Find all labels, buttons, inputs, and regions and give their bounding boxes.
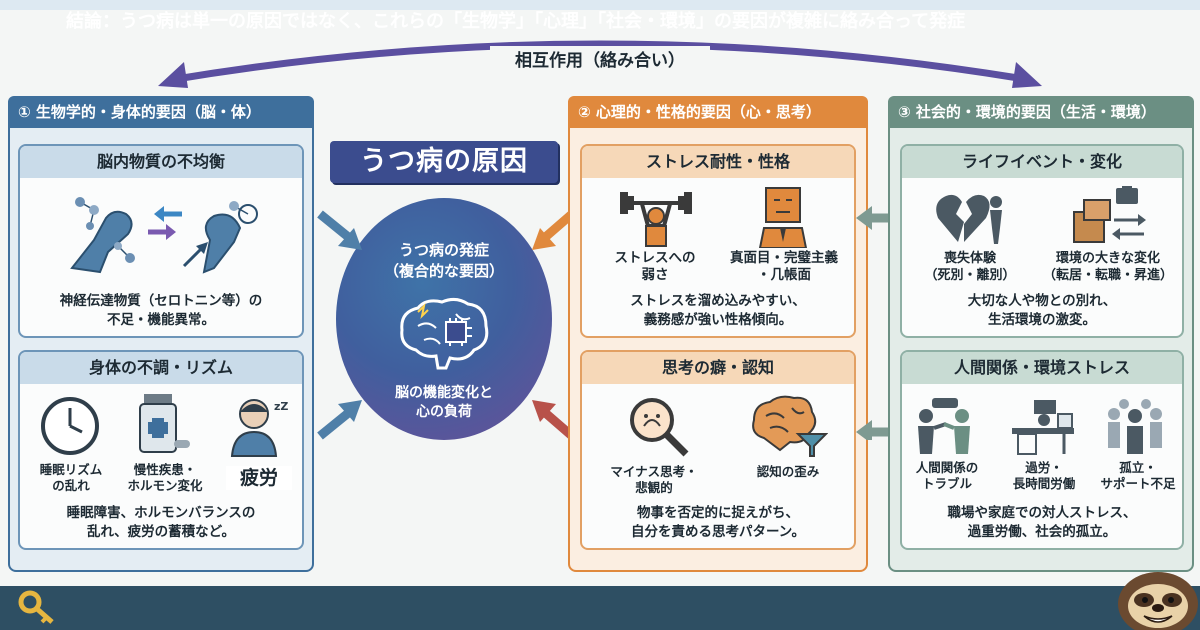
- card-description: 睡眠障害、ホルモンバランスの乱れ、疲労の蓄積など。: [66, 505, 256, 540]
- interaction-arc: [158, 40, 1042, 88]
- center-subtitle: 脳の機能変化と心の負荷: [395, 385, 493, 420]
- card-title: 思考の癖・認知: [582, 352, 854, 384]
- clock-icon: [41, 397, 99, 455]
- bio-card-brain-chemicals: 脳内物質の不均衡 神経伝達物質（セロトニン等）の不足・機能異常。: [18, 144, 304, 338]
- psy-card-stress-tolerance: ストレス耐性・性格 ストレスへの弱さ 真面目・完璧主義・几帳面 ストレスを溜め込…: [580, 144, 856, 338]
- fatigue-label: 疲労: [226, 466, 292, 490]
- icon-label: 睡眠リズムの乱れ: [39, 462, 103, 493]
- pill-bottle-icon: [139, 394, 190, 453]
- card-description: 職場や家庭での対人ストレス、過重労働、社会的孤立。: [947, 505, 1137, 540]
- icon-label: マイナス思考・悲観的: [610, 464, 698, 495]
- icon-label: ストレスへの弱さ: [614, 250, 696, 283]
- card-description: 大切な人や物との別れ、生活環境の激変。: [967, 293, 1117, 328]
- key-icon: [18, 590, 54, 624]
- arrows-to-center: [317, 210, 575, 440]
- icon-label: 人間関係のトラブル: [915, 460, 979, 491]
- icon-label: 真面目・完璧主義・几帳面: [730, 250, 838, 283]
- soc-card-life-events: ライフイベント・変化 喪失体験（死別・離別） 環境の大きな変化（転居・転職・昇進…: [900, 144, 1184, 338]
- neurotransmitter-icon: [70, 197, 258, 274]
- card-title: 身体の不調・リズム: [20, 352, 302, 384]
- card-title: ライフイベント・変化: [902, 146, 1182, 178]
- serious-face-icon: [758, 187, 808, 248]
- card-title: 人間関係・環境ストレス: [902, 352, 1182, 384]
- soc-column-header: ③ 社会的・環境的要因（生活・環境）: [888, 96, 1194, 128]
- icon-label: 慢性疾患・ホルモン変化: [127, 462, 203, 493]
- card-description: 神経伝達物質（セロトニン等）の不足・機能異常。: [59, 293, 263, 328]
- brain-circuit-icon: [400, 297, 489, 370]
- icon-label: 喪失体験（死別・離別）: [924, 251, 1016, 283]
- svg-text:zZ: zZ: [274, 400, 288, 413]
- soc-card-relationships: 人間関係・環境ストレス 人間関係のトラブル 過労・長時間労働 孤立・サポート不足…: [900, 350, 1184, 550]
- moving-boxes-icon: [1073, 186, 1146, 243]
- tired-person-icon: zZ: [230, 399, 288, 457]
- icon-label: 環境の大きな変化（転居・転職・昇進）: [1042, 251, 1173, 283]
- icon-label: 過労・長時間労働: [1012, 460, 1076, 491]
- icon-label: 認知の歪み: [756, 464, 820, 479]
- card-title: 脳内物質の不均衡: [20, 146, 302, 178]
- card-title: ストレス耐性・性格: [582, 146, 854, 178]
- magnifier-icon: [630, 398, 689, 457]
- center-circle: うつ病の発症（複合的な要因） 脳の機能変化と心の負荷: [336, 198, 552, 440]
- card-description: ストレスを溜め込みやすい、義務感が強い性格傾向。: [630, 293, 806, 328]
- bio-card-body-rhythm: 身体の不調・リズム zZ 睡眠リズムの乱れ 慢性疾患・ホルモン変化 疲労 睡眠障…: [18, 350, 304, 550]
- interaction-label: 相互作用（絡み合い）: [490, 46, 710, 71]
- conclusion-bar: [0, 586, 1200, 630]
- brain-funnel-icon: [752, 395, 828, 457]
- card-description: 物事を否定的に捉えがち、自分を責める思考パターン。: [630, 505, 805, 540]
- main-title: うつ病の原因: [330, 141, 558, 183]
- sloth-mascot-icon: [1118, 572, 1198, 630]
- bio-column-header: ① 生物学的・身体的要因（脳・体）: [8, 96, 314, 128]
- psy-column-header: ② 心理的・性格的要因（心・思考）: [568, 96, 868, 128]
- isolation-people-icon: [1108, 399, 1162, 454]
- icon-label: 孤立・サポート不足: [1100, 460, 1176, 491]
- overwork-desk-icon: [1012, 400, 1074, 455]
- conflict-people-icon: [918, 398, 970, 454]
- broken-heart-icon: [936, 194, 1002, 244]
- center-title: うつ病の発症（複合的な要因）: [383, 241, 504, 280]
- conclusion-text: 結論：うつ病は単一の原因ではなく、これらの「生物学」「心理」「社会・環境」の要因…: [66, 11, 966, 32]
- barbell-icon: [620, 192, 692, 247]
- psy-card-thinking-habits: 思考の癖・認知 マイナス思考・悲観的 認知の歪み 物事を否定的に捉えがち、自分を…: [580, 350, 856, 550]
- top-strip: [0, 0, 1200, 10]
